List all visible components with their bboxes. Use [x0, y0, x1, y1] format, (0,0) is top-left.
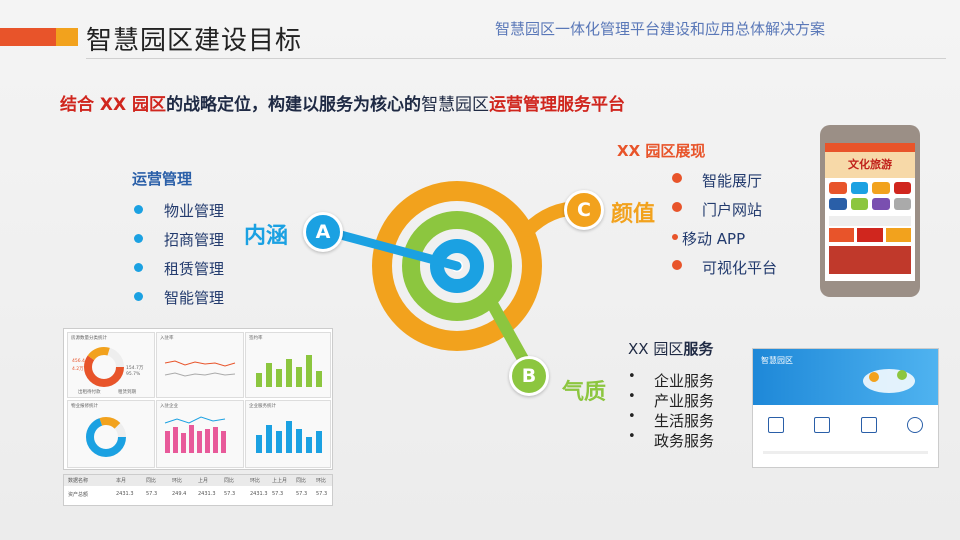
phone-icon-grid	[825, 178, 915, 214]
showcase-item: 门户网站	[672, 199, 777, 228]
service-item: 产业服务	[628, 389, 714, 410]
table-header-row	[64, 475, 332, 486]
service-icon[interactable]	[860, 417, 877, 433]
phone-section-bar	[829, 216, 911, 226]
app-icon[interactable]	[850, 198, 868, 210]
app-icon[interactable]	[829, 198, 847, 210]
cloud-illustration-icon	[863, 369, 915, 393]
label-a-text: 内涵	[244, 224, 289, 249]
app-icon[interactable]	[893, 198, 911, 210]
headline: 结合 XX 园区的战略定位，构建以服务为核心的智慧园区运营管理服务平台	[60, 90, 625, 115]
bullet-icon	[134, 205, 143, 214]
bullet-icon	[672, 260, 682, 270]
phone-video[interactable]	[829, 246, 911, 274]
service-icon[interactable]	[814, 417, 831, 433]
bar-chart-2	[164, 416, 226, 453]
app-icon[interactable]	[850, 182, 868, 194]
bullet-icon	[134, 263, 143, 272]
label-a-circle: A	[303, 212, 343, 252]
phone-row	[825, 228, 915, 242]
website-mockup: 智慧园区	[752, 348, 939, 468]
dash-panel: 房源数量分类统计 456.4 4.2万 154.7万 95.7% 出租待付款 租…	[67, 332, 155, 398]
donut-chart-2	[86, 417, 126, 457]
headline-part2: 的战略定位，构建以服务为核心的	[166, 95, 422, 115]
website-hero: 智慧园区	[753, 349, 938, 405]
label-b-text: 气质	[562, 380, 607, 405]
app-icon[interactable]	[893, 182, 911, 194]
website-logo: 智慧园区	[761, 356, 793, 365]
service-icon[interactable]	[768, 417, 785, 433]
header-divider	[86, 58, 946, 59]
bullet-icon	[134, 292, 143, 301]
app-icon[interactable]	[872, 198, 890, 210]
bar-chart-1	[256, 355, 322, 387]
app-icon[interactable]	[872, 182, 890, 194]
phone-banner: 文化旅游	[825, 152, 915, 178]
showcase-item: 移动 APP	[672, 228, 777, 257]
service-icon[interactable]	[906, 417, 923, 433]
dash-panel: 签约率	[245, 332, 331, 398]
line-chart-1	[164, 360, 236, 377]
app-icon[interactable]	[829, 182, 847, 194]
bullet-icon	[672, 202, 682, 212]
phone-screen: 文化旅游	[825, 143, 915, 281]
donut-chart-1	[84, 347, 124, 387]
showcase-item: 智能展厅	[672, 170, 777, 199]
headline-part3: 智慧园区	[421, 95, 490, 115]
ops-title: 运营管理	[132, 170, 193, 188]
bullet-icon	[134, 234, 143, 243]
service-title: XX 园区服务	[628, 340, 714, 358]
headline-part1: 结合 XX 园区	[60, 95, 167, 115]
pointer-a	[317, 225, 462, 271]
dash-panel: 入驻率	[156, 332, 244, 398]
showcase-item: 可视化平台	[672, 257, 777, 286]
outer-ring	[372, 181, 542, 351]
service-list: 企业服务 产业服务 生活服务 政务服务	[628, 369, 714, 450]
showcase-list: 智能展厅 门户网站 移动 APP 可视化平台	[672, 170, 777, 286]
ops-item: 招商管理	[134, 229, 224, 258]
bullet-icon	[672, 234, 678, 240]
phone-statusbar	[825, 143, 915, 152]
dashboard-mockup: 房源数量分类统计 456.4 4.2万 154.7万 95.7% 出租待付款 租…	[63, 328, 333, 470]
label-c-text: 颜值	[611, 202, 656, 227]
target-diagram	[317, 181, 587, 374]
page-title: 智慧园区建设目标	[86, 26, 303, 56]
data-table: 数据名称 本月 同比 环比 上月 同比 环比 上上月 同比 环比 资产总额 24…	[63, 474, 333, 506]
dash-panel: 入驻企业	[156, 400, 244, 468]
ops-list: 物业管理 招商管理 租赁管理 智能管理	[134, 200, 224, 316]
phone-mockup: 文化旅游	[820, 125, 920, 297]
ops-item: 租赁管理	[134, 258, 224, 287]
inner-ring	[430, 239, 484, 293]
ops-item: 智能管理	[134, 287, 224, 316]
website-service-icons	[753, 405, 938, 433]
service-item: 政务服务	[628, 429, 714, 450]
showcase-title: XX 园区展现	[617, 142, 706, 160]
dash-panel: 物业报修统计	[67, 400, 155, 468]
service-item: 生活服务	[628, 409, 714, 430]
label-c-circle: C	[564, 190, 604, 230]
document-title: 智慧园区一体化管理平台建设和应用总体解决方案	[495, 20, 826, 38]
label-b-circle: B	[509, 356, 549, 396]
header-accent-bar	[0, 28, 78, 46]
middle-ring	[402, 211, 512, 321]
bullet-icon	[672, 173, 682, 183]
website-footer-line	[763, 451, 928, 454]
headline-part4: 运营管理服务平台	[489, 95, 626, 115]
service-item: 企业服务	[628, 369, 714, 390]
dash-panel: 企业服务统计	[245, 400, 331, 468]
ops-item: 物业管理	[134, 200, 224, 229]
bar-chart-3	[256, 421, 322, 453]
